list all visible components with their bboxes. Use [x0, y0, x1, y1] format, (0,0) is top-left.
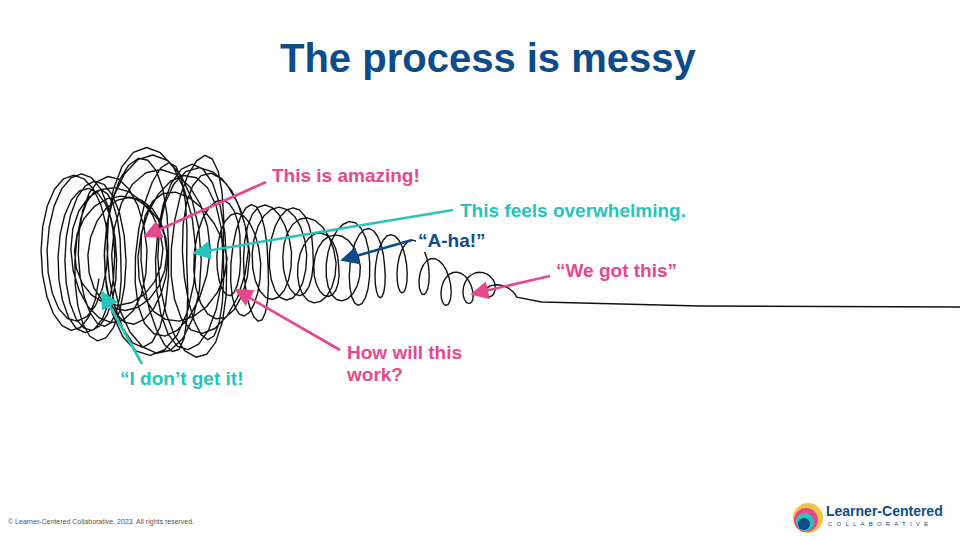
leader-arrow: [472, 276, 550, 294]
callout-text: How will this work?: [345, 342, 484, 386]
leader-arrow: [342, 240, 412, 260]
logo-subtitle: COLLABORATIVE: [828, 521, 932, 527]
leader-arrow: [194, 210, 453, 253]
callout-text: “I don’t get it!: [118, 368, 245, 390]
logo-wordmark: Learner-Centered: [826, 503, 943, 519]
leader-arrow: [236, 290, 340, 350]
callout-text: “A-ha!”: [416, 230, 488, 252]
leader-arrow: [145, 182, 266, 236]
callout-text: This feels overwhelming.: [458, 200, 688, 222]
logo-mark: [793, 503, 823, 533]
leader-arrow: [102, 292, 142, 364]
copyright-note: © Learner-Centered Collaborative, 2023. …: [8, 518, 194, 525]
slide-title: The process is messy: [280, 36, 696, 81]
callout-text: This is amazing!: [270, 165, 422, 187]
scribble-line: [41, 148, 960, 358]
callout-text: “We got this”: [554, 260, 679, 282]
